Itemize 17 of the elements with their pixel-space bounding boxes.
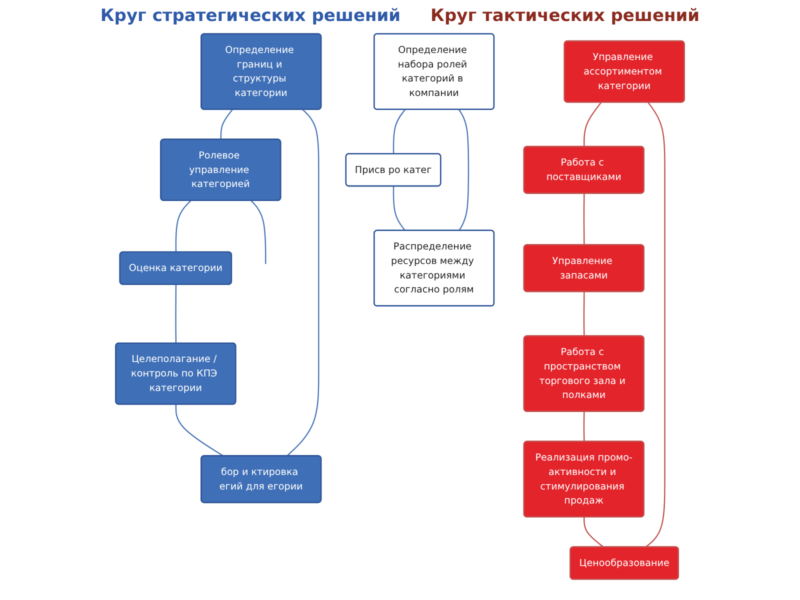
circle-title: Круг стратегических решений <box>100 6 401 26</box>
connector <box>645 102 666 548</box>
connector <box>584 102 602 146</box>
connector <box>220 108 233 140</box>
connector <box>392 186 406 231</box>
connector <box>458 108 470 230</box>
connector <box>175 404 224 456</box>
connector <box>392 108 406 154</box>
connector <box>175 200 192 252</box>
connector <box>583 291 585 336</box>
connector <box>175 284 177 343</box>
connector <box>286 108 320 456</box>
connector <box>250 200 266 264</box>
connector <box>584 516 604 548</box>
connector <box>583 193 585 245</box>
circle-title: Круг тактических решений <box>430 6 700 26</box>
connector <box>583 411 585 442</box>
